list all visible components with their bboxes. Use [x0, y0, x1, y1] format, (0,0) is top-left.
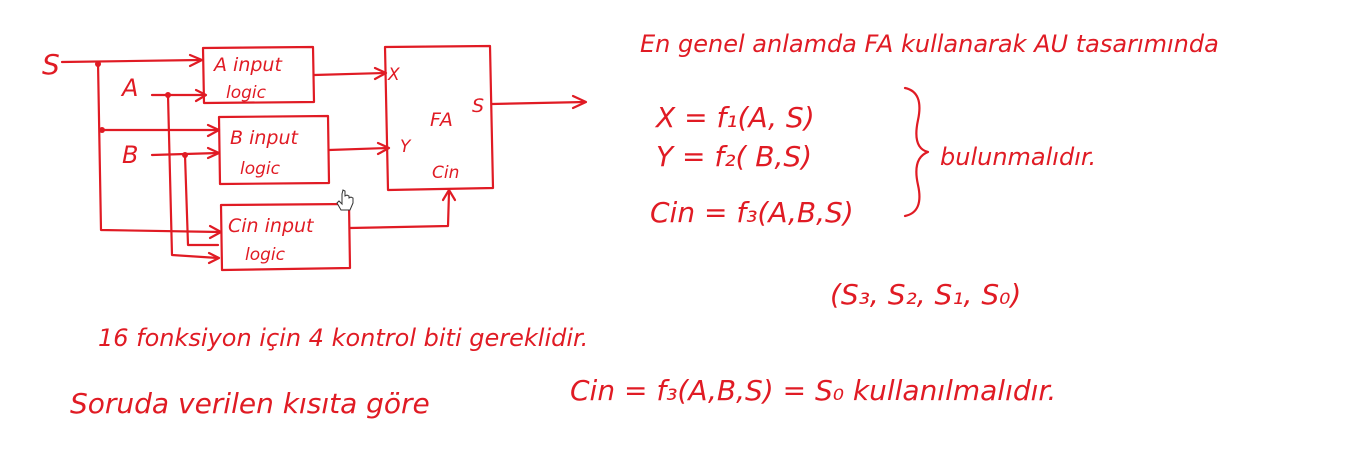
right-brace	[903, 86, 930, 218]
b-logic-line2: logic	[240, 159, 281, 179]
b-logic-to-y	[327, 146, 390, 152]
brace-note: bulunmalıdır.	[940, 143, 1096, 171]
fa-x-label: X	[387, 65, 400, 85]
eq-x: X = f₁(A, S)	[654, 101, 815, 134]
a-to-cin	[166, 93, 220, 260]
s-label: S	[42, 48, 60, 81]
b-to-cin	[183, 153, 220, 247]
a-to-cin-arrow	[207, 251, 221, 265]
b-logic-line1: B input	[230, 127, 299, 149]
cin-arrow	[441, 188, 457, 202]
heading-note: En genel anlamda FA kullanarak AU tasarı…	[640, 30, 1219, 58]
note-line2: Soruda verilen kısıta göre	[70, 387, 430, 420]
a-input-logic-box	[201, 45, 316, 105]
fa-y-label: Y	[400, 137, 412, 157]
b-input-logic-box	[217, 114, 331, 186]
note-line1-tuple: (S₃, S₂, S₁, S₀)	[830, 278, 1021, 311]
cin-logic-to-fa	[348, 190, 451, 230]
fa-output-arrow	[571, 94, 588, 110]
s-junction	[95, 61, 101, 67]
eq-cin: Cin = f₃(A,B,S)	[650, 196, 854, 229]
s-bus	[96, 60, 222, 234]
fa-title: FA	[430, 109, 453, 131]
x-arrow	[373, 66, 388, 81]
circuit-diagram: S A B A input logic B input logic Cin in…	[42, 44, 588, 272]
eq-y: Y = f₂( B,S)	[656, 140, 812, 173]
a-arrow	[194, 88, 208, 103]
note-line1: 16 fonksiyon için 4 kontrol biti gerekli…	[98, 324, 588, 352]
fa-box	[383, 44, 495, 192]
cin-input-logic-box	[219, 202, 352, 272]
note-line2-eq: Cin = f₃(A,B,S) = S₀ kullanılmalıdır.	[570, 374, 1056, 407]
fa-output-line	[490, 100, 587, 106]
s-line	[60, 58, 202, 64]
y-arrow	[376, 141, 391, 156]
notes: En genel anlamda FA kullanarak AU tasarı…	[70, 30, 1219, 420]
s-arrow	[188, 53, 204, 68]
a-logic-to-x	[312, 71, 387, 77]
b-label: B	[122, 141, 138, 169]
fa-s-label: S	[472, 95, 484, 117]
a-label: A	[120, 74, 138, 102]
a-logic-line1: A input	[212, 54, 283, 76]
a-logic-line2: logic	[226, 83, 267, 103]
fa-cin-label: Cin	[432, 163, 459, 183]
hand-cursor-icon	[336, 189, 354, 211]
cin-logic-line1: Cin input	[228, 215, 315, 237]
cin-logic-line2: logic	[245, 245, 286, 265]
